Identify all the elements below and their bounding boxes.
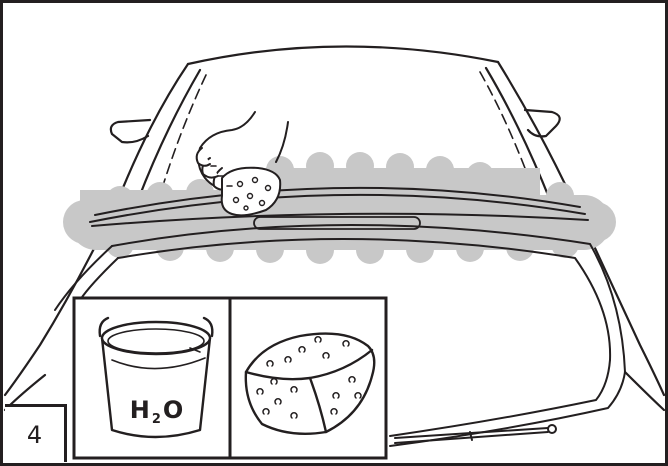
- step-number: 4: [27, 421, 42, 449]
- h2o-subscript: 2: [152, 412, 162, 427]
- h2o-main: H: [130, 396, 151, 424]
- highlight-area: [63, 152, 616, 264]
- step-number-box: 4: [5, 404, 67, 462]
- h2o-label: H2O: [122, 396, 192, 424]
- h2o-end: O: [163, 396, 184, 424]
